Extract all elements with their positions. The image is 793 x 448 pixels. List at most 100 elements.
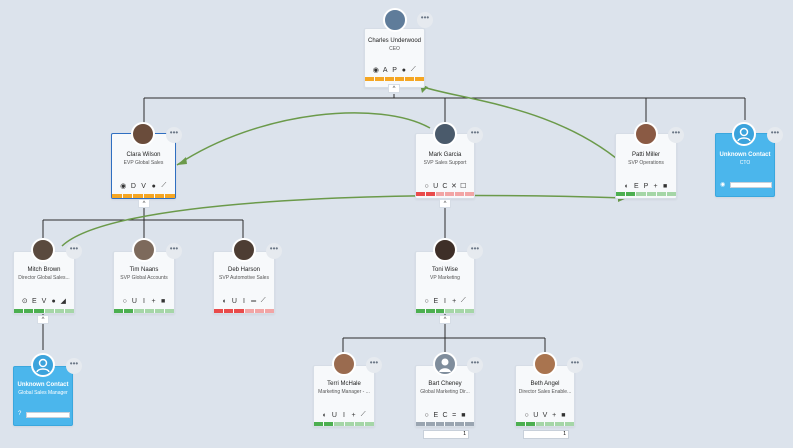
collapse-button[interactable]: ^ bbox=[37, 315, 49, 324]
person-card-clara-wilson[interactable]: Clara Wilson EVP Global Sales ◉ D V ● ⟋ bbox=[111, 133, 176, 199]
avatar[interactable] bbox=[232, 238, 256, 262]
person-card-toni-wise[interactable]: Toni Wise VP Marketing ○ E I + ⟋ bbox=[415, 251, 475, 314]
attribute-icons: ○ E I + ⟋ bbox=[422, 297, 468, 305]
strength-segment bbox=[154, 309, 164, 313]
more-actions-button[interactable]: ••• bbox=[668, 127, 684, 143]
person-name: Unknown Contact bbox=[17, 382, 69, 388]
collapse-button[interactable]: ^ bbox=[138, 199, 150, 208]
attr-icon: V bbox=[41, 297, 47, 305]
person-name: Charles Underwood bbox=[367, 38, 422, 44]
more-actions-button[interactable]: ••• bbox=[567, 357, 583, 373]
more-actions-button[interactable]: ••• bbox=[166, 243, 182, 259]
strength-segment bbox=[465, 422, 474, 426]
strength-segment bbox=[535, 422, 545, 426]
strength-segment bbox=[555, 422, 565, 426]
avatar[interactable] bbox=[31, 238, 55, 262]
strength-segment bbox=[445, 422, 455, 426]
avatar[interactable] bbox=[433, 122, 457, 146]
status-pill[interactable] bbox=[730, 182, 772, 188]
attr-icon: + bbox=[653, 182, 658, 190]
attr-icon: I bbox=[343, 411, 345, 419]
status-pill[interactable]: 1 bbox=[423, 430, 469, 439]
collapse-button[interactable]: ^ bbox=[388, 84, 400, 93]
strength-segment bbox=[44, 309, 54, 313]
person-name: Tim Naans bbox=[129, 267, 159, 273]
attr-icon: D bbox=[130, 182, 136, 190]
avatar[interactable] bbox=[433, 352, 457, 376]
attribute-icons: ◐ U I + ⟋ bbox=[320, 411, 368, 419]
attr-icon: ⟋ bbox=[360, 411, 366, 418]
person-name: Unknown Contact bbox=[719, 152, 771, 158]
avatar[interactable] bbox=[433, 238, 457, 262]
attr-icon: C bbox=[442, 182, 448, 190]
attr-icon: E bbox=[32, 297, 37, 305]
collapse-button[interactable]: ^ bbox=[439, 315, 451, 324]
attr-icon: ■ bbox=[461, 411, 466, 419]
more-actions-button[interactable]: ••• bbox=[166, 127, 182, 143]
avatar[interactable] bbox=[332, 352, 356, 376]
attr-icon: ■ bbox=[161, 297, 166, 305]
person-name: Mark Garcia bbox=[428, 152, 462, 158]
status-pill[interactable] bbox=[26, 412, 70, 418]
relationship-icon: ◐ bbox=[222, 297, 227, 305]
unknown-contact-avatar[interactable] bbox=[31, 353, 55, 377]
strength-segment bbox=[646, 192, 656, 196]
strength-segment bbox=[324, 422, 334, 426]
strength-segment bbox=[445, 309, 455, 313]
person-name: Beth Angel bbox=[530, 381, 560, 387]
collapse-button[interactable]: ^ bbox=[439, 199, 451, 208]
more-actions-button[interactable]: ••• bbox=[467, 357, 483, 373]
strength-segment bbox=[375, 77, 384, 81]
person-name: Terri McHale bbox=[327, 381, 361, 387]
more-actions-button[interactable]: ••• bbox=[467, 127, 483, 143]
attr-icon: A bbox=[382, 66, 388, 74]
attr-icon: ■ bbox=[663, 182, 668, 190]
person-name: Bart Cheney bbox=[428, 381, 462, 387]
person-title: CEO bbox=[389, 46, 400, 52]
more-actions-button[interactable]: ••• bbox=[417, 12, 433, 28]
attr-icon: P bbox=[392, 66, 397, 74]
strength-segment bbox=[122, 194, 133, 198]
status-pill[interactable]: 1 bbox=[523, 430, 569, 439]
user-icon bbox=[36, 358, 50, 373]
attr-icon: ⟋ bbox=[460, 297, 466, 304]
avatar[interactable] bbox=[533, 352, 557, 376]
strength-bar bbox=[416, 192, 474, 196]
strength-bar bbox=[516, 422, 574, 426]
more-actions-button[interactable]: ••• bbox=[767, 127, 783, 143]
more-actions-button[interactable]: ••• bbox=[266, 243, 282, 259]
strength-segment bbox=[435, 309, 445, 313]
more-actions-button[interactable]: ••• bbox=[366, 357, 382, 373]
avatar[interactable] bbox=[131, 122, 155, 146]
strength-segment bbox=[144, 309, 154, 313]
avatar[interactable] bbox=[383, 8, 407, 32]
more-actions-button[interactable]: ••• bbox=[66, 243, 82, 259]
relationship-icon: ◐ bbox=[624, 182, 629, 190]
attr-icon: ◢ bbox=[60, 298, 66, 305]
strength-segment bbox=[314, 422, 324, 426]
strength-segment bbox=[34, 309, 44, 313]
person-title: SVP Global Accounts bbox=[120, 275, 168, 281]
person-card-mark-garcia[interactable]: Mark Garcia SVP Sales Support ○ U C ✕ ☐ bbox=[415, 133, 475, 199]
user-icon bbox=[439, 358, 451, 372]
attr-icon: + bbox=[452, 297, 457, 305]
attr-icon: ⟋ bbox=[260, 297, 266, 304]
strength-segment bbox=[565, 422, 574, 426]
strength-segment bbox=[264, 309, 275, 313]
attr-icon: + bbox=[351, 411, 356, 419]
strength-bar bbox=[616, 192, 677, 196]
strength-segment bbox=[425, 309, 435, 313]
strength-bar bbox=[365, 77, 424, 81]
more-actions-button[interactable]: ••• bbox=[467, 243, 483, 259]
attr-icon: I bbox=[443, 297, 446, 305]
avatar[interactable] bbox=[634, 122, 658, 146]
relationship-icon: ◉ bbox=[120, 183, 127, 190]
person-name: Deb Harson bbox=[227, 267, 260, 273]
avatar[interactable] bbox=[132, 238, 156, 262]
person-card-ceo[interactable]: Charles Underwood CEO ◉ A P ● ⟋ bbox=[364, 28, 425, 88]
attr-icon: ═ bbox=[251, 297, 257, 305]
more-actions-button[interactable]: ••• bbox=[66, 358, 82, 374]
attr-icon: ✕ bbox=[451, 183, 457, 190]
unknown-contact-avatar[interactable] bbox=[732, 122, 756, 146]
